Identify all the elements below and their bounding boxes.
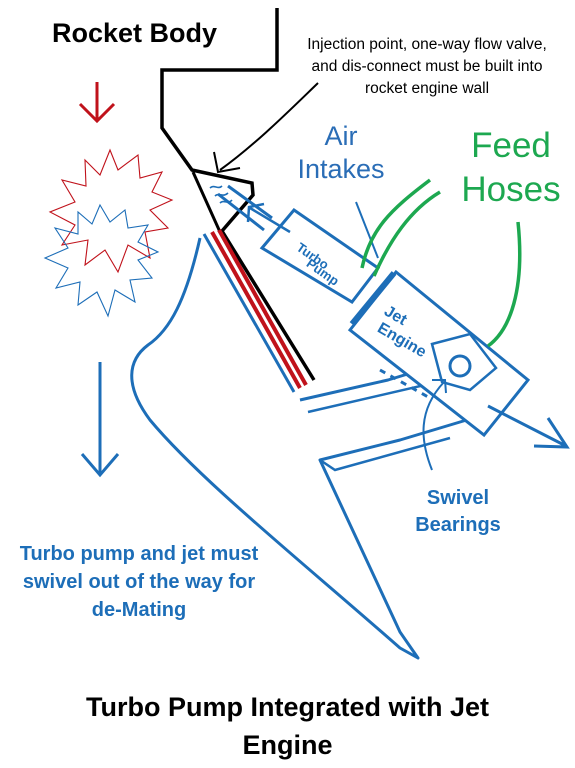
swivel-bracket (130, 237, 526, 660)
wall-stripe-blue (202, 233, 296, 393)
feed-hoses-label: Feed Hoses (461, 126, 561, 209)
diagram-title: Turbo Pump Integrated with Jet Engine (85, 692, 489, 760)
injection-note: Injection point, one-way flow valve, and… (307, 36, 547, 97)
wall-stripe-red-2 (217, 229, 308, 386)
air-intakes-pointer (355, 201, 379, 259)
engine-intake-ring (349, 271, 397, 326)
wall-stripe-red-1 (210, 231, 302, 389)
down-arrow-blue (80, 362, 120, 478)
feed-hose-2 (372, 190, 441, 277)
rocket-body-label: Rocket Body (52, 18, 218, 48)
swivel-pointer (422, 379, 447, 471)
exhaust-arrow (487, 404, 570, 449)
rocket-body-outline (160, 8, 316, 381)
injection-pointer-arrow (219, 82, 319, 171)
bearing-dashed-axis (379, 368, 431, 400)
bracket-lower-line (319, 436, 451, 472)
swivel-bearing (448, 354, 472, 378)
intake-pipe (217, 184, 273, 232)
injection-pointer-arrowhead (213, 151, 241, 174)
feed-hose-1 (360, 178, 432, 269)
air-intakes-label: Air Intakes (297, 121, 385, 184)
down-arrow-red (78, 82, 116, 124)
swivel-note: Turbo pump and jet must swivel out of th… (19, 543, 259, 621)
rocket-body-inner-wall (191, 171, 222, 233)
intake-flow-arrow (246, 202, 291, 234)
spark-starburst-red (48, 148, 174, 274)
swivel-bearings-label: Swivel Bearings (415, 487, 501, 536)
feed-hose-3 (486, 221, 522, 348)
spark-starburst-blue (43, 203, 160, 318)
